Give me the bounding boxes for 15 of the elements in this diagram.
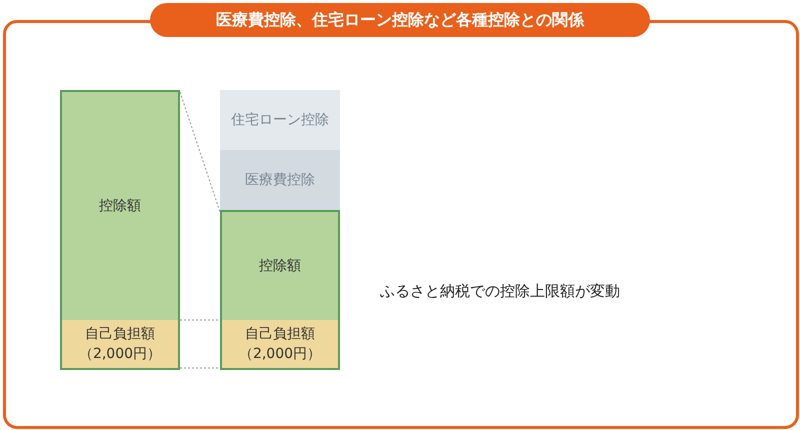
bar-label: 控除額	[259, 257, 301, 275]
self-pay-segment	[222, 320, 338, 368]
bar-label: 控除額	[99, 197, 141, 215]
self-pay-segment	[62, 320, 178, 368]
medical-segment	[220, 150, 340, 210]
deduction-segment	[62, 92, 178, 320]
note-text: ふるさと納税での控除上限額が変動	[380, 282, 620, 301]
title-banner: 医療費控除、住宅ローン控除など各種控除との関係	[150, 3, 650, 37]
bar-label: 住宅ローン控除	[231, 111, 329, 129]
deduction-segment	[222, 212, 338, 320]
bar-label: 自己負担額（2,000円）	[238, 325, 322, 364]
projection-line	[180, 92, 220, 212]
bar-label: 医療費控除	[245, 171, 315, 189]
housing-loan-segment	[220, 90, 340, 150]
bar-label: 自己負担額（2,000円）	[78, 325, 162, 364]
